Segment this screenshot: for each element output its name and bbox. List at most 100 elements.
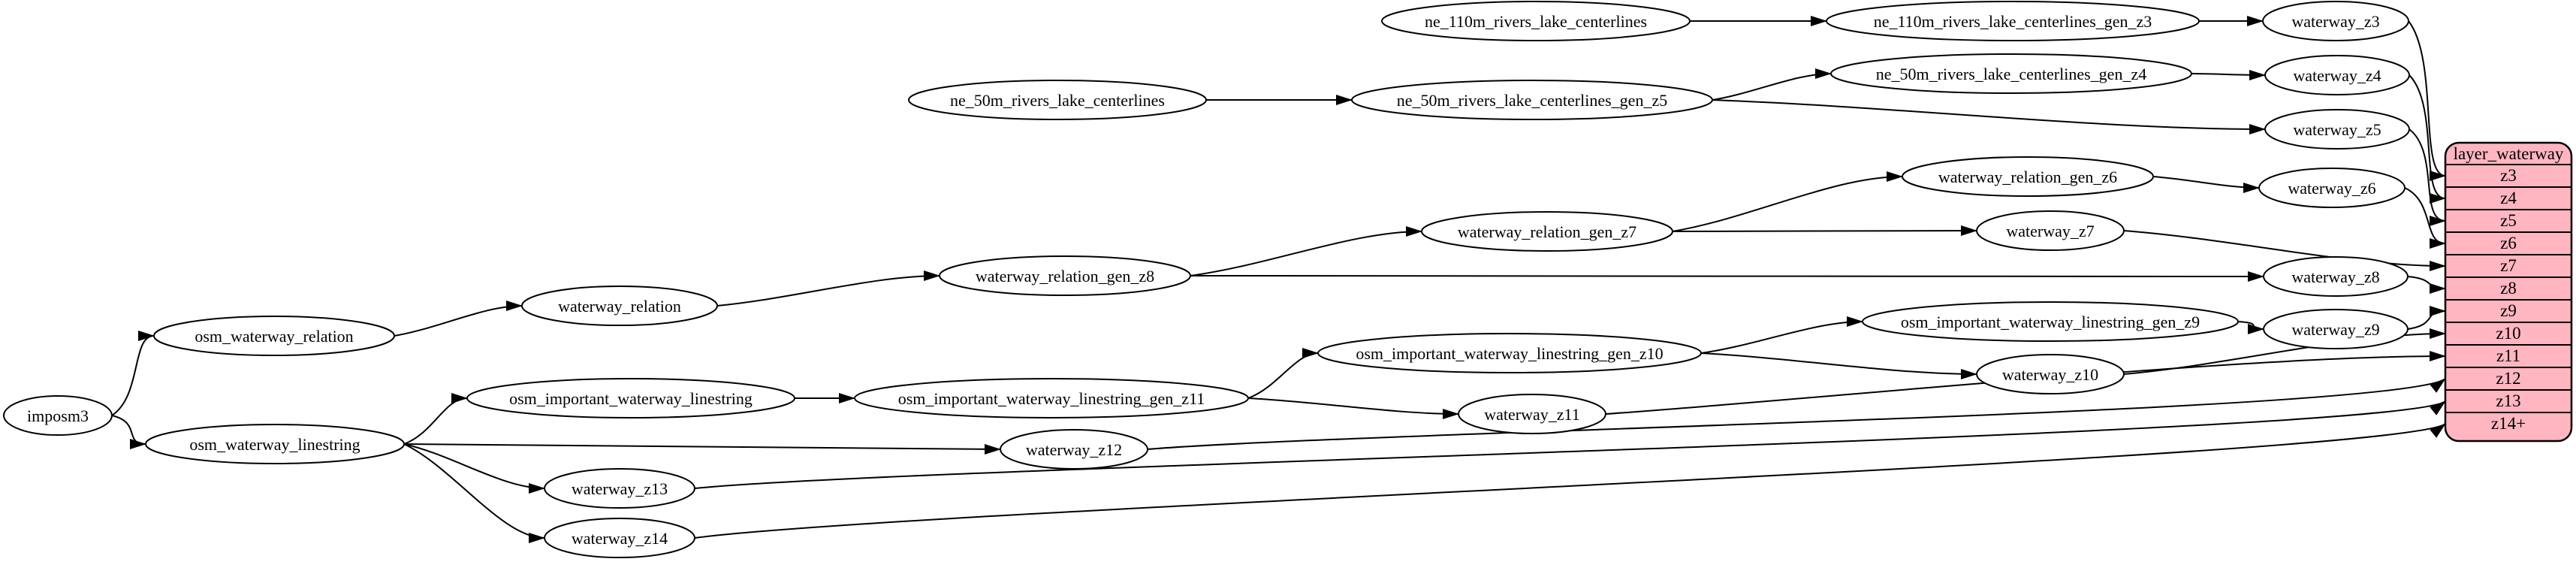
node-waterway_z3: waterway_z3 bbox=[2262, 1, 2409, 41]
node-label-waterway_z5: waterway_z5 bbox=[2293, 120, 2381, 139]
node-ellipse-waterway_z14 bbox=[544, 518, 695, 558]
node-ellipse-waterway_z3 bbox=[2262, 1, 2409, 41]
node-waterway_z8: waterway_z8 bbox=[2263, 256, 2409, 297]
node-ellipse-waterway_z8 bbox=[2263, 256, 2409, 297]
table-layer_waterway: layer_waterwayz3z4z5z6z7z8z9z10z11z12z13… bbox=[2444, 141, 2573, 443]
node-label-imposm3: imposm3 bbox=[27, 406, 89, 425]
edge-waterway_z4-to-layer_waterway-z4 bbox=[2409, 74, 2446, 204]
node-layer: imposm3 osm_waterway_relation osm_waterway… bbox=[3, 1, 2410, 558]
node-waterway_relation: waterway_relation bbox=[521, 286, 718, 326]
node-ellipse-waterway_z9 bbox=[2263, 309, 2409, 349]
node-osm_waterway_relation: osm_waterway_relation bbox=[153, 316, 395, 356]
node-ellipse-ne_50m_rivers_lake_centerlines bbox=[908, 80, 1207, 120]
table-row-z6: z6 bbox=[2500, 234, 2517, 252]
node-osm_important_waterway_linestring_gen_z9: osm_important_waterway_linestring_gen_z9 bbox=[1862, 301, 2239, 342]
edge-waterway_z7-to-layer_waterway-z7 bbox=[2123, 230, 2446, 271]
edge-waterway_z3-to-layer_waterway-z3 bbox=[2408, 20, 2446, 181]
node-ellipse-osm_waterway_relation bbox=[153, 316, 395, 356]
edge-layer bbox=[111, 16, 2446, 543]
node-label-waterway_z13: waterway_z13 bbox=[572, 479, 668, 498]
table-row-z9: z9 bbox=[2500, 301, 2517, 320]
node-ellipse-waterway_z12 bbox=[1000, 429, 1148, 470]
node-label-osm_waterway_relation: osm_waterway_relation bbox=[195, 327, 353, 346]
node-label-waterway_z14: waterway_z14 bbox=[572, 529, 668, 548]
node-ellipse-osm_important_waterway_linestring_gen_z10 bbox=[1317, 333, 1702, 373]
edge-osm_important_waterway_linestring_gen_z11-to-osm_important_waterway_linestring_gen_z10 bbox=[1247, 348, 1319, 399]
node-label-waterway_relation: waterway_relation bbox=[558, 297, 681, 316]
node-ne_50m_rivers_lake_centerlines_gen_z4: ne_50m_rivers_lake_centerlines_gen_z4 bbox=[1830, 53, 2192, 94]
node-label-waterway_z9: waterway_z9 bbox=[2291, 320, 2379, 339]
edge-waterway_relation_gen_z7-to-waterway_relation_gen_z6 bbox=[1672, 171, 1903, 232]
edge-waterway_relation_gen_z6-to-waterway_z6 bbox=[2152, 176, 2260, 193]
node-label-waterway_z11: waterway_z11 bbox=[1484, 405, 1579, 424]
node-ne_50m_rivers_lake_centerlines_gen_z5: ne_50m_rivers_lake_centerlines_gen_z5 bbox=[1351, 80, 1713, 120]
node-ellipse-imposm3 bbox=[3, 395, 113, 436]
edge-waterway_z6-to-layer_waterway-z6 bbox=[2404, 187, 2446, 249]
node-label-waterway_relation_gen_z7: waterway_relation_gen_z7 bbox=[1458, 222, 1636, 241]
node-ellipse-waterway_z10 bbox=[1976, 354, 2125, 394]
node-label-osm_waterway_linestring: osm_waterway_linestring bbox=[189, 435, 360, 454]
node-waterway_z11: waterway_z11 bbox=[1458, 394, 1606, 434]
edge-waterway_relation-to-waterway_relation_gen_z8 bbox=[716, 270, 940, 307]
table-row-z8: z8 bbox=[2500, 279, 2517, 298]
table-row-z3: z3 bbox=[2500, 166, 2517, 185]
edge-waterway_z13-to-layer_waterway-z13 bbox=[694, 400, 2446, 489]
table-row-z7: z7 bbox=[2500, 256, 2517, 275]
node-label-osm_important_waterway_linestring_gen_z9: osm_important_waterway_linestring_gen_z9 bbox=[1901, 313, 2200, 331]
node-label-waterway_z4: waterway_z4 bbox=[2293, 66, 2381, 85]
node-ne_50m_rivers_lake_centerlines: ne_50m_rivers_lake_centerlines bbox=[908, 80, 1207, 120]
table-row-z14+: z14+ bbox=[2491, 414, 2526, 433]
node-ellipse-ne_110m_rivers_lake_centerlines_gen_z3 bbox=[1826, 1, 2200, 41]
node-label-waterway_z7: waterway_z7 bbox=[2006, 222, 2094, 240]
node-waterway_z13: waterway_z13 bbox=[544, 468, 695, 509]
node-label-waterway_relation_gen_z8: waterway_relation_gen_z8 bbox=[976, 267, 1154, 286]
node-ellipse-osm_important_waterway_linestring_gen_z11 bbox=[854, 378, 1249, 418]
edge-imposm3-to-osm_waterway_relation bbox=[111, 331, 155, 416]
node-ellipse-osm_waterway_linestring bbox=[145, 424, 405, 464]
edge-waterway_relation_gen_z8-to-waterway_relation_gen_z7 bbox=[1190, 226, 1422, 276]
edge-ne_50m_rivers_lake_centerlines_gen_z5-to-waterway_z5 bbox=[1712, 99, 2266, 134]
node-ellipse-waterway_relation_gen_z8 bbox=[939, 255, 1191, 296]
table-row-z13: z13 bbox=[2496, 391, 2520, 410]
node-ellipse-waterway_z13 bbox=[544, 468, 695, 509]
node-waterway_z14: waterway_z14 bbox=[544, 518, 695, 558]
node-waterway_relation_gen_z6: waterway_relation_gen_z6 bbox=[1902, 156, 2154, 197]
edge-osm_waterway_linestring-to-osm_important_waterway_linestring bbox=[403, 393, 468, 445]
edge-imposm3-to-osm_waterway_linestring bbox=[111, 415, 146, 449]
table-row-z5: z5 bbox=[2500, 211, 2517, 230]
node-ne_110m_rivers_lake_centerlines_gen_z3: ne_110m_rivers_lake_centerlines_gen_z3 bbox=[1826, 1, 2200, 41]
node-osm_important_waterway_linestring_gen_z11: osm_important_waterway_linestring_gen_z1… bbox=[854, 378, 1249, 418]
node-waterway_z12: waterway_z12 bbox=[1000, 429, 1148, 470]
node-ellipse-waterway_z6 bbox=[2258, 168, 2406, 208]
table-title: layer_waterway bbox=[2454, 144, 2564, 163]
table-row-z12: z12 bbox=[2496, 369, 2520, 388]
edge-waterway_z14-to-layer_waterway-z14+ bbox=[694, 423, 2446, 539]
node-label-waterway_z10: waterway_z10 bbox=[2002, 365, 2098, 384]
node-imposm3: imposm3 bbox=[3, 395, 113, 436]
node-label-waterway_z6: waterway_z6 bbox=[2288, 179, 2375, 198]
table-row-z4: z4 bbox=[2500, 189, 2517, 207]
node-waterway_z5: waterway_z5 bbox=[2264, 109, 2410, 150]
edge-ne_50m_rivers_lake_centerlines_gen_z4-to-waterway_z4 bbox=[2191, 69, 2266, 80]
node-osm_waterway_linestring: osm_waterway_linestring bbox=[145, 424, 405, 464]
node-osm_important_waterway_linestring: osm_important_waterway_linestring bbox=[466, 378, 795, 418]
edge-waterway_z5-to-layer_waterway-z5 bbox=[2409, 128, 2446, 226]
edge-osm_waterway_relation-to-waterway_relation bbox=[394, 301, 523, 337]
edge-osm_waterway_linestring-to-waterway_z14 bbox=[403, 443, 545, 543]
table-background bbox=[2444, 141, 2573, 443]
node-label-waterway_relation_gen_z6: waterway_relation_gen_z6 bbox=[1938, 168, 2117, 186]
node-ellipse-waterway_relation bbox=[521, 286, 718, 326]
node-label-waterway_z3: waterway_z3 bbox=[2291, 12, 2379, 31]
node-ellipse-ne_50m_rivers_lake_centerlines_gen_z4 bbox=[1830, 53, 2192, 94]
node-ellipse-waterway_z5 bbox=[2264, 109, 2410, 150]
edge-waterway_z9-to-layer_waterway-z9 bbox=[2407, 306, 2446, 330]
edge-osm_important_waterway_linestring_gen_z9-to-waterway_z9 bbox=[2237, 321, 2264, 334]
edge-waterway_z8-to-layer_waterway-z8 bbox=[2407, 276, 2446, 294]
edge-osm_waterway_linestring-to-waterway_z13 bbox=[403, 443, 545, 494]
node-waterway_z7: waterway_z7 bbox=[1976, 210, 2125, 251]
node-waterway_z4: waterway_z4 bbox=[2264, 55, 2410, 95]
node-waterway_z10: waterway_z10 bbox=[1976, 354, 2125, 394]
node-label-waterway_z12: waterway_z12 bbox=[1026, 440, 1122, 459]
